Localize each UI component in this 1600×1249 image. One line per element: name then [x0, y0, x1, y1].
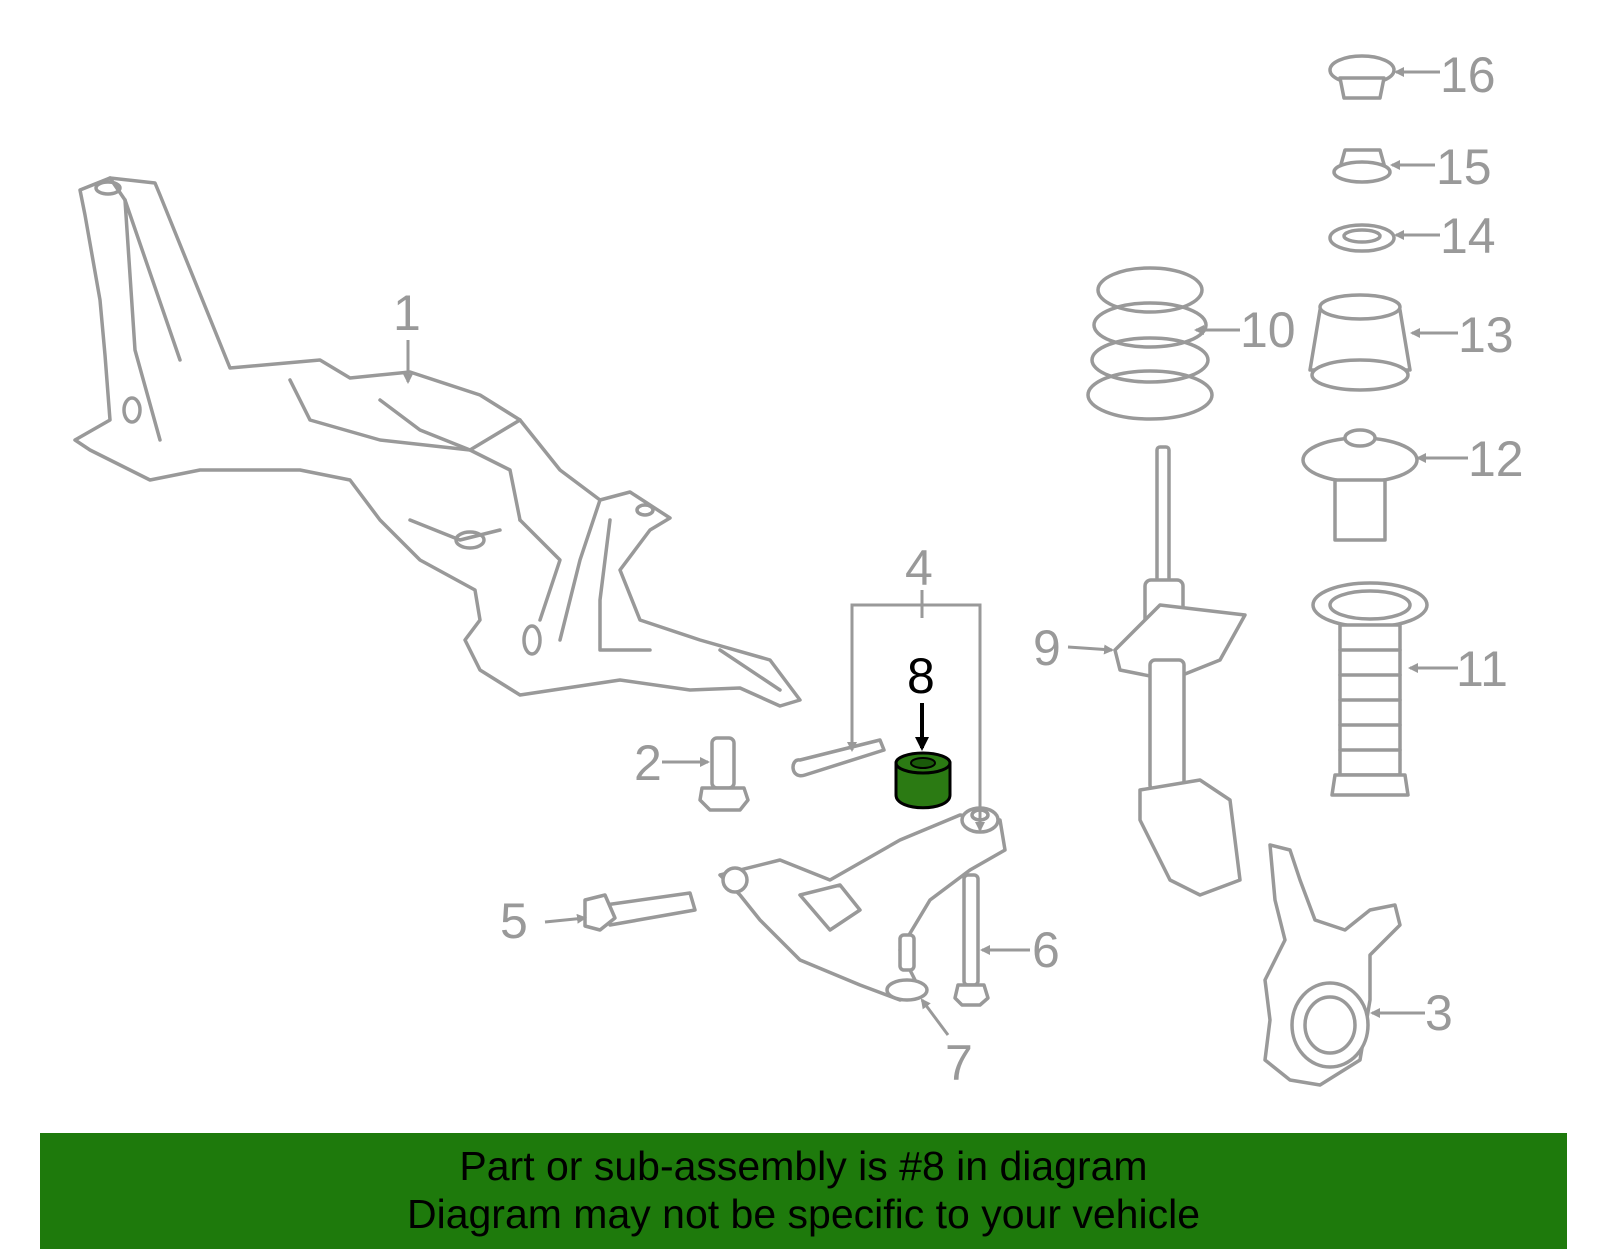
part-8-bushing-highlighted[interactable] — [894, 751, 952, 810]
part-10-coil-spring[interactable] — [1086, 266, 1214, 421]
callout-10: 10 — [1240, 302, 1296, 358]
callout-labels: 1 2 3 4 5 6 7 8 9 10 11 12 13 14 15 16 — [393, 47, 1524, 1091]
callout-11: 11 — [1456, 641, 1508, 697]
callout-13: 13 — [1458, 307, 1514, 363]
part-11-dust-boot[interactable] — [1311, 581, 1429, 797]
callout-3: 3 — [1425, 985, 1453, 1041]
part-1-subframe[interactable] — [73, 176, 802, 708]
part-15-nut[interactable] — [1332, 148, 1392, 184]
callout-12: 12 — [1468, 431, 1524, 487]
callout-5: 5 — [500, 893, 528, 949]
part-5-bolt[interactable] — [583, 891, 697, 932]
part-4-cotter-pin[interactable] — [791, 738, 886, 778]
part-6-bolt[interactable] — [953, 873, 990, 1007]
leader-lines — [403, 67, 1468, 1036]
callout-14: 14 — [1440, 208, 1496, 264]
banner-line-2: Diagram may not be specific to your vehi… — [406, 1191, 1200, 1237]
part-12-strut-mount[interactable] — [1301, 428, 1419, 542]
part-4-control-arm[interactable] — [718, 806, 1007, 1002]
callout-4: 4 — [905, 540, 933, 596]
callout-2: 2 — [634, 735, 662, 791]
part-2-bolt[interactable] — [698, 736, 750, 812]
part-14-washer[interactable] — [1328, 223, 1396, 253]
callout-9: 9 — [1033, 620, 1061, 676]
callout-8: 8 — [907, 648, 935, 704]
callout-15: 15 — [1436, 139, 1492, 195]
callout-7: 7 — [945, 1035, 973, 1091]
callout-1: 1 — [393, 285, 421, 341]
info-banner: Part or sub-assembly is #8 in diagram Di… — [40, 1133, 1567, 1249]
part-3-knuckle[interactable] — [1263, 843, 1402, 1087]
part-9-strut[interactable] — [1113, 445, 1247, 897]
part-16-cap[interactable] — [1328, 54, 1396, 100]
callout-16: 16 — [1440, 47, 1496, 103]
callout-6: 6 — [1032, 922, 1060, 978]
banner-line-1: Part or sub-assembly is #8 in diagram — [459, 1143, 1148, 1189]
part-13-bearing[interactable] — [1308, 293, 1412, 392]
